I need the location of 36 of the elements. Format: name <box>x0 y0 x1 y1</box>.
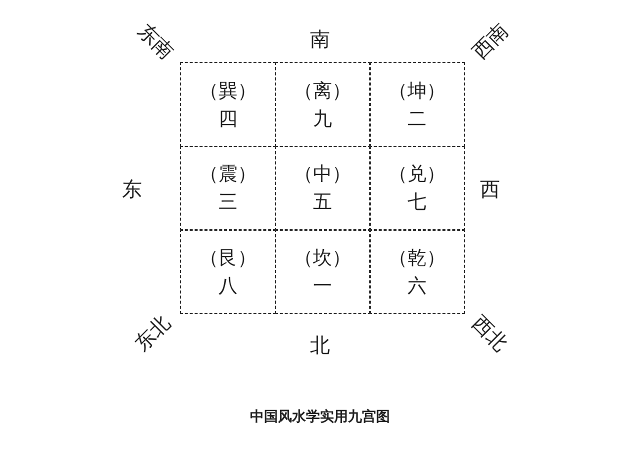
number-label: 五 <box>313 190 332 215</box>
direction-label: 西 <box>480 178 500 200</box>
number-label: 三 <box>218 190 238 215</box>
trigram-label: （乾） <box>388 246 446 270</box>
number-label: 六 <box>408 274 426 298</box>
direction-label: 西北 <box>468 311 512 355</box>
direction-label: 东 <box>122 178 142 200</box>
palace-cell <box>274 62 370 147</box>
number-label: 一 <box>313 274 332 298</box>
palace-cell <box>369 146 465 230</box>
palace-cell <box>274 146 370 230</box>
number-label: 九 <box>313 106 332 132</box>
direction-label: 东北 <box>130 311 174 355</box>
trigram-label: （坎） <box>294 246 351 270</box>
trigram-label: （兑） <box>388 162 446 187</box>
palace-cell <box>274 229 370 314</box>
trigram-label: （离） <box>294 78 351 104</box>
trigram-label: （巽） <box>200 78 256 104</box>
number-label: 七 <box>408 190 426 215</box>
number-label: 四 <box>218 106 238 132</box>
trigram-label: （艮） <box>200 246 256 270</box>
number-label: 二 <box>408 106 426 132</box>
trigram-label: （中） <box>294 162 351 187</box>
palace-cell <box>180 229 276 314</box>
direction-label: 北 <box>310 334 330 356</box>
direction-label: 东南 <box>134 19 178 63</box>
palace-cell <box>180 62 276 147</box>
palace-cell <box>369 229 465 314</box>
direction-label: 南 <box>310 28 330 50</box>
direction-label: 西南 <box>468 19 512 63</box>
trigram-label: （震） <box>200 162 256 187</box>
palace-cell <box>180 146 276 230</box>
palace-cell <box>369 62 465 147</box>
trigram-label: （坤） <box>388 78 446 104</box>
number-label: 八 <box>218 274 238 298</box>
caption: 中国风水学实用九宫图 <box>249 408 391 426</box>
